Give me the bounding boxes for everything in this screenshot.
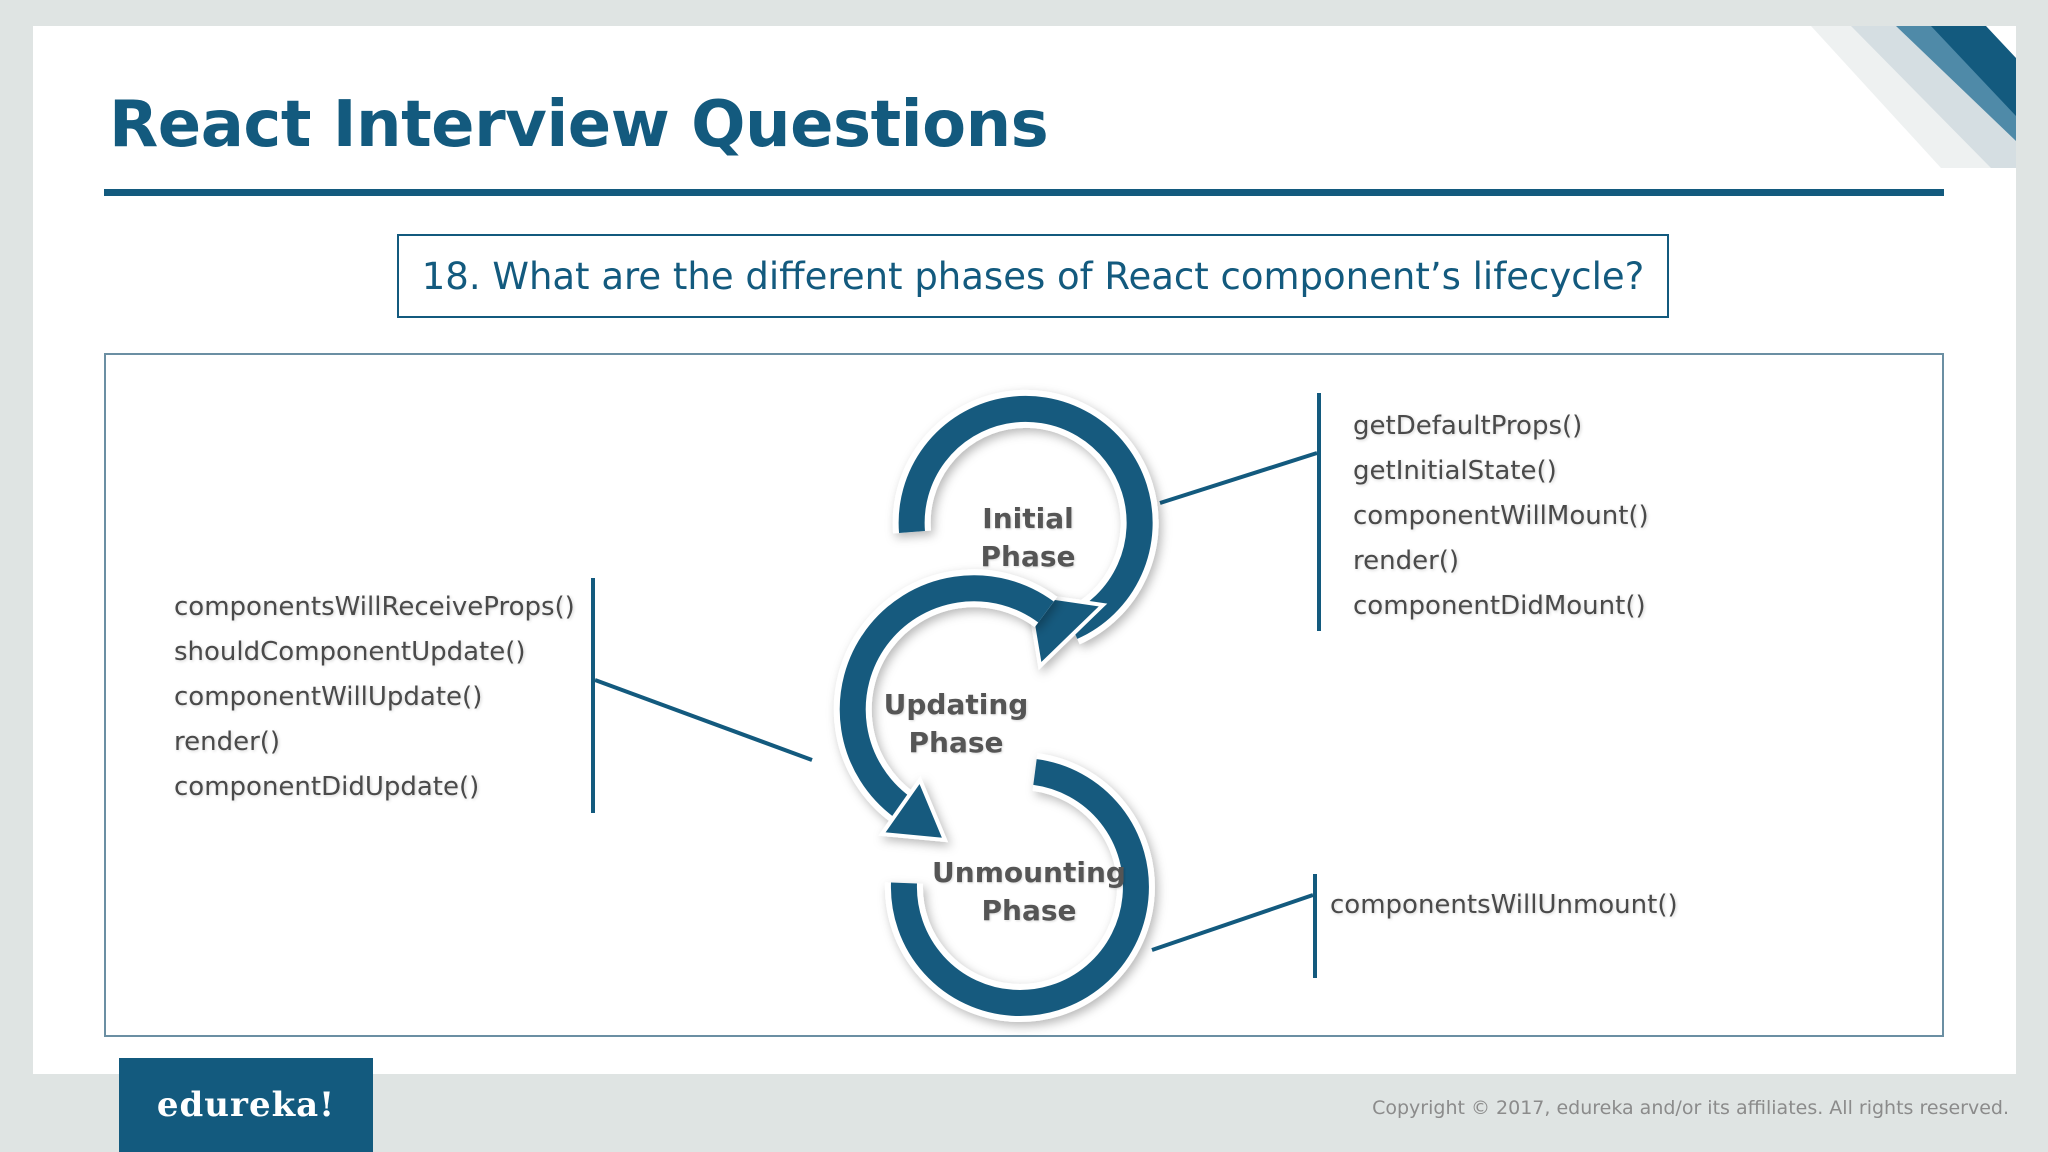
updating-phase-label-line2: Phase	[908, 726, 1004, 759]
unmounting-phase-label: Unmounting Phase	[932, 854, 1126, 930]
initial-phase-label-line1: Initial	[982, 502, 1074, 535]
method-item: componentsWillReceiveProps()	[174, 592, 575, 622]
updating-methods-bracket	[591, 578, 595, 813]
unmounting-phase-label-line2: Phase	[981, 894, 1077, 927]
method-item: getDefaultProps()	[1353, 411, 1583, 441]
method-item: render()	[1353, 546, 1460, 576]
unmounting-methods-list: componentsWillUnmount()	[1330, 883, 1678, 928]
method-item: componentsWillUnmount()	[1330, 890, 1678, 920]
unmounting-methods-bracket	[1313, 874, 1317, 978]
title-divider	[104, 189, 1944, 196]
updating-phase-label: Updating Phase	[884, 686, 1029, 762]
unmounting-phase-label-line1: Unmounting	[932, 856, 1126, 889]
edureka-logo: edureka!	[119, 1058, 373, 1152]
method-item: componentWillUpdate()	[174, 682, 483, 712]
copyright-notice: Copyright © 2017, edureka and/or its aff…	[1372, 1097, 2009, 1119]
method-item: componentWillMount()	[1353, 501, 1649, 531]
method-item: render()	[174, 727, 281, 757]
page-title: React Interview Questions	[109, 88, 1049, 162]
initial-methods-list: getDefaultProps() getInitialState() comp…	[1353, 404, 1649, 629]
method-item: componentDidMount()	[1353, 591, 1646, 621]
corner-stripes-icon	[1811, 26, 2016, 168]
updating-methods-list: componentsWillReceiveProps() shouldCompo…	[174, 585, 575, 810]
method-item: shouldComponentUpdate()	[174, 637, 526, 667]
method-item: getInitialState()	[1353, 456, 1557, 486]
method-item: componentDidUpdate()	[174, 772, 480, 802]
initial-phase-label-line2: Phase	[980, 540, 1076, 573]
initial-phase-label: Initial Phase	[980, 500, 1075, 576]
initial-methods-bracket	[1317, 393, 1321, 631]
question-text: 18. What are the different phases of Rea…	[421, 254, 1645, 298]
logo-text: edureka!	[156, 1085, 336, 1125]
question-box: 18. What are the different phases of Rea…	[397, 234, 1669, 318]
updating-phase-label-line1: Updating	[883, 688, 1029, 721]
